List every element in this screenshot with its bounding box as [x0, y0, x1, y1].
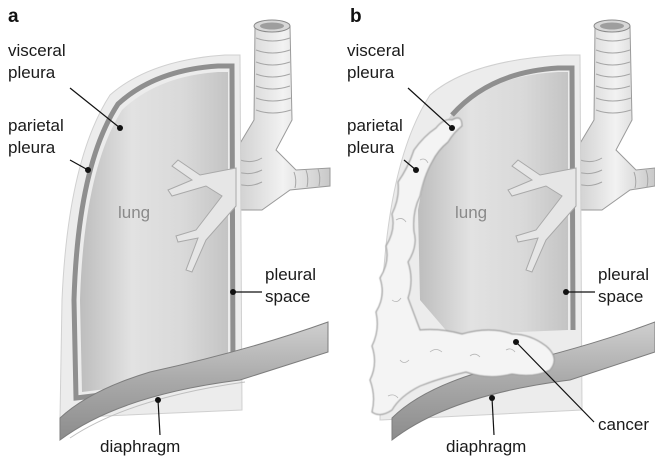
label-pleural-space-a-2: space — [265, 287, 310, 306]
label-diaphragm-a: diaphragm — [100, 437, 180, 456]
label-diaphragm-b: diaphragm — [446, 437, 526, 456]
leader-dot-cancer — [513, 339, 519, 345]
label-pleural-space-b-2: space — [598, 287, 643, 306]
label-pleural-space-b-1: pleural — [598, 265, 649, 284]
label-parietal-a-2: pleura — [8, 138, 56, 157]
label-parietal-b-1: parietal — [347, 116, 403, 135]
trachea-a — [236, 20, 330, 210]
leader-dot-parietal-b — [413, 167, 419, 173]
leader-dot-parietal-a — [85, 167, 91, 173]
panel-a: a visceral pleura parietal pleura lung p… — [8, 6, 330, 456]
label-parietal-a-1: parietal — [8, 116, 64, 135]
leader-dot-visceral-a — [117, 125, 123, 131]
label-pleural-space-a-1: pleural — [265, 265, 316, 284]
leader-dot-diaphragm-a — [155, 397, 161, 403]
panel-letter-a: a — [8, 6, 19, 27]
trachea-b — [576, 20, 655, 210]
label-lung-b: lung — [455, 203, 487, 222]
leader-dot-pleural-space-b — [563, 289, 569, 295]
leader-dot-visceral-b — [449, 125, 455, 131]
label-visceral-a-1: visceral — [8, 41, 66, 60]
label-parietal-b-2: pleura — [347, 138, 395, 157]
panel-b: b visceral pleura parietal pleura lung p… — [347, 6, 655, 456]
leader-dot-diaphragm-b — [489, 395, 495, 401]
panel-letter-b: b — [350, 6, 362, 27]
label-lung-a: lung — [118, 203, 150, 222]
label-visceral-b-2: pleura — [347, 63, 395, 82]
label-visceral-b-1: visceral — [347, 41, 405, 60]
label-visceral-a-2: pleura — [8, 63, 56, 82]
label-cancer: cancer — [598, 415, 649, 434]
leader-dot-pleural-space-a — [230, 289, 236, 295]
